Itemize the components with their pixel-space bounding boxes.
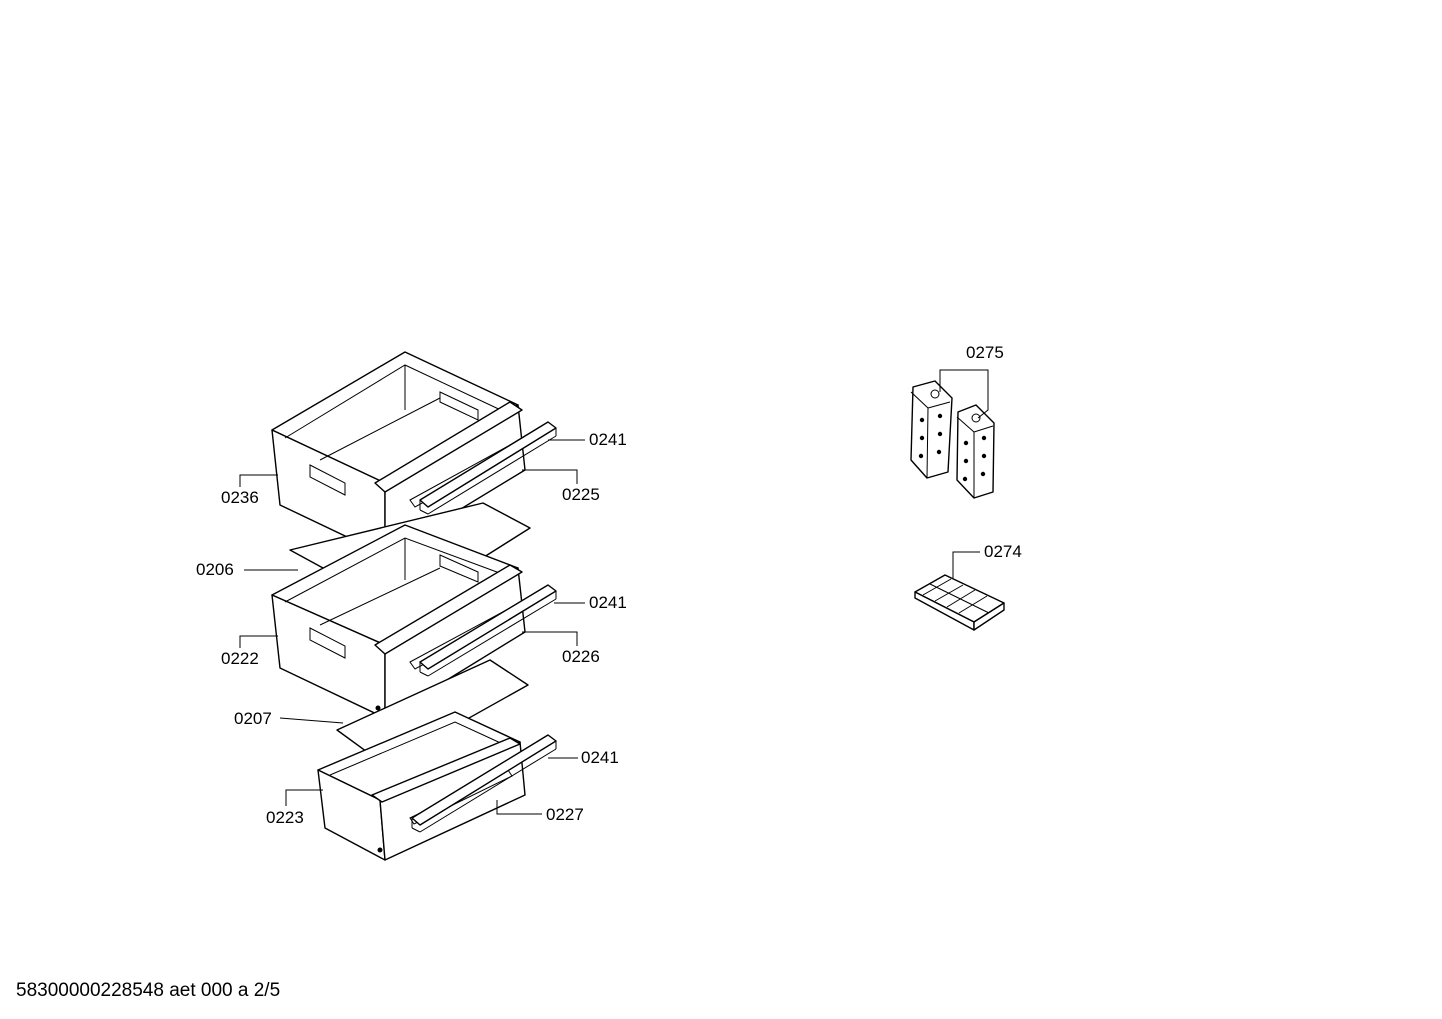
leader-lines bbox=[239, 369, 989, 815]
cool-pack-0275-left bbox=[910, 380, 953, 479]
callout-0226: 0226 bbox=[562, 647, 600, 666]
callout-0241-bottom: 0241 bbox=[581, 748, 619, 767]
cool-pack-0275-right bbox=[956, 404, 995, 499]
callout-0207: 0207 bbox=[234, 709, 272, 728]
callout-0275: 0275 bbox=[966, 343, 1004, 362]
callout-0225: 0225 bbox=[562, 485, 600, 504]
callout-0241-top: 0241 bbox=[589, 430, 627, 449]
handle-bar-0241-middle bbox=[419, 584, 557, 677]
handle-bar-0241-top bbox=[419, 421, 557, 515]
document-footer-id: 58300000228548 aet 000 a 2/5 bbox=[16, 980, 281, 1001]
callout-labels: 0241 0225 0236 0206 0241 0222 0226 0207 … bbox=[196, 343, 1022, 827]
callout-0241-middle: 0241 bbox=[589, 593, 627, 612]
handle-bar-0241-bottom bbox=[411, 734, 557, 833]
ice-cube-tray-0274 bbox=[914, 574, 1005, 631]
callout-0227: 0227 bbox=[546, 805, 584, 824]
callout-0236: 0236 bbox=[221, 488, 259, 507]
callout-0223: 0223 bbox=[266, 808, 304, 827]
callout-0206: 0206 bbox=[196, 560, 234, 579]
callout-0274: 0274 bbox=[984, 542, 1022, 561]
callout-0222: 0222 bbox=[221, 649, 259, 668]
